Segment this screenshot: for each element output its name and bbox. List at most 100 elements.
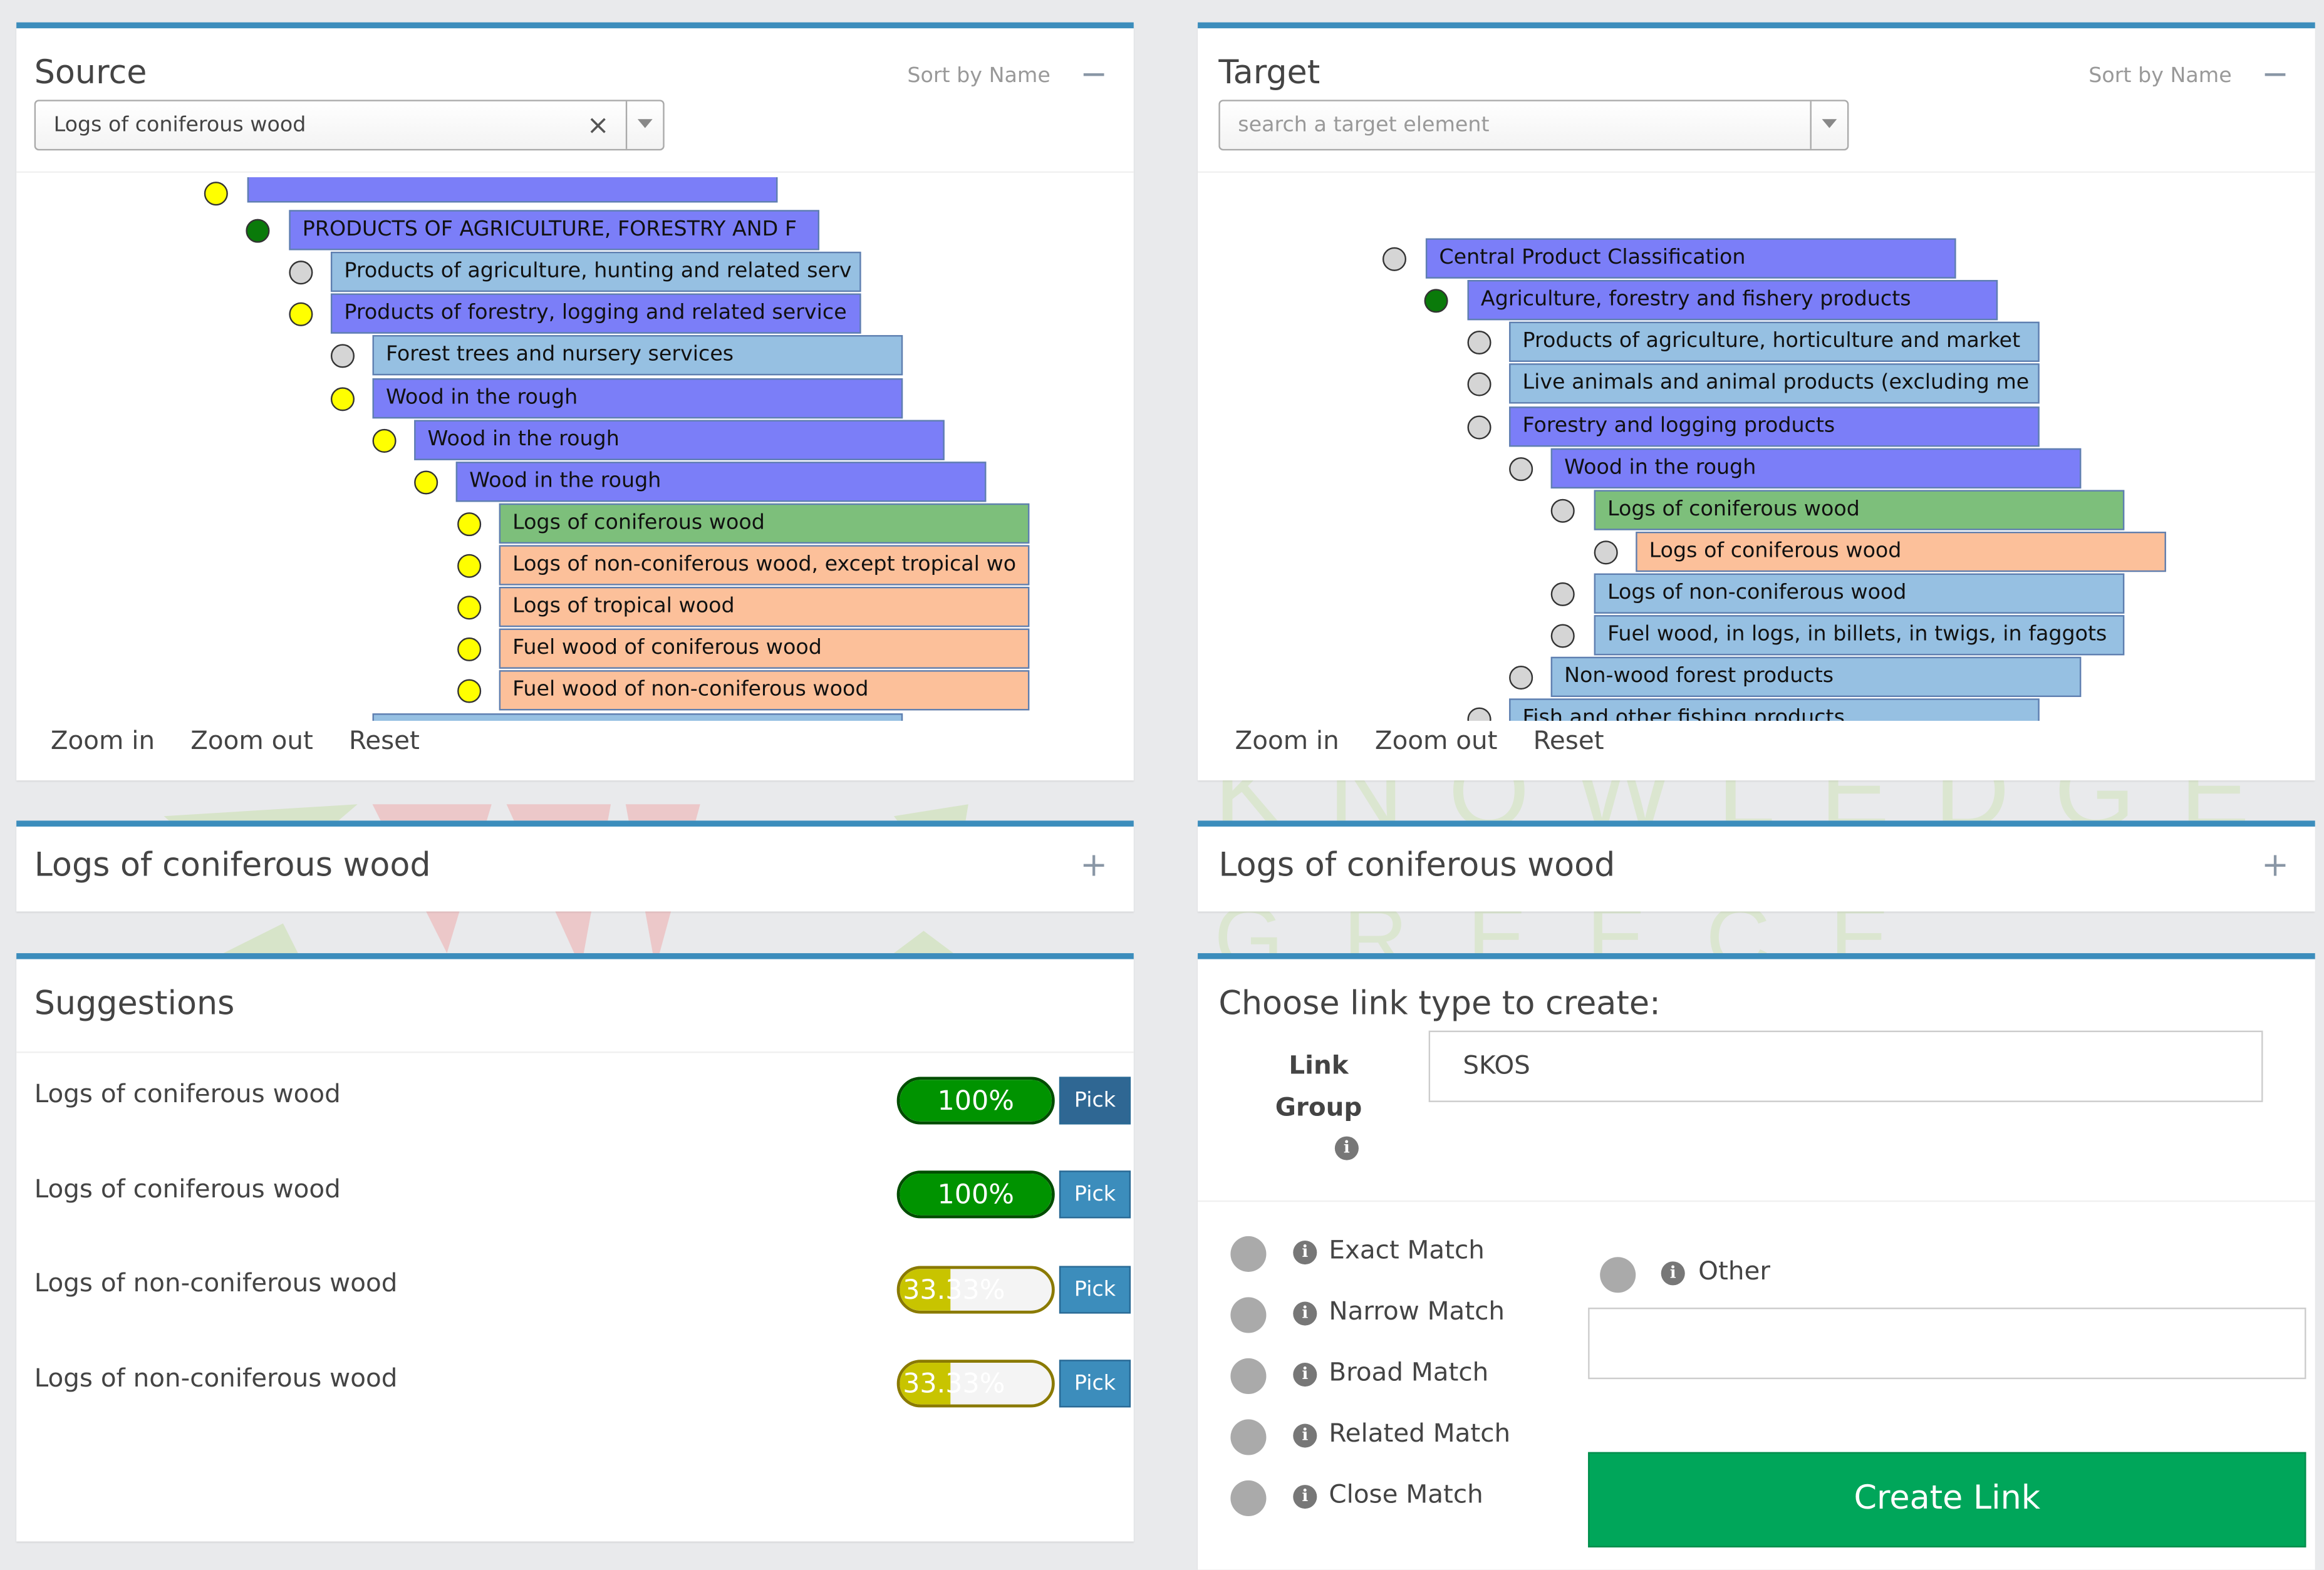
target-tree-node-dot[interactable] [1424,289,1448,313]
source-select-value: Logs of coniferous wood [53,113,306,137]
suggestion-score-text: 33.33% [903,1274,1005,1306]
suggestions-divider [16,1051,1134,1053]
info-circle-icon[interactable]: i [1293,1241,1317,1265]
target-tree-node[interactable]: Fuel wood, in logs, in billets, in twigs… [1594,615,2125,656]
target-tree-node-dot[interactable] [1594,540,1618,565]
source-tree-node-dot[interactable] [289,261,313,285]
target-tree-node[interactable]: Central Product Classification [1425,238,1956,279]
related-match-label: Related Match [1329,1419,1511,1449]
source-tree-node[interactable]: Products of forestry, logging and relate… [330,293,861,334]
target-zoom-in-button[interactable]: Zoom in [1235,726,1339,757]
source-tree-node-dot[interactable] [457,637,482,661]
target-tree-node-partial[interactable]: Fish and other fishing products [1509,698,2040,721]
source-tree[interactable]: PRODUCTS OF AGRICULTURE, FORESTRY AND F … [16,177,1134,721]
suggestion-score-fill [900,1174,1052,1216]
link-group-input[interactable]: SKOS [1428,1030,2263,1102]
other-radio[interactable] [1600,1257,1636,1293]
source-tree-node-dot-partial[interactable] [204,182,228,206]
source-detail-panel: Logs of coniferous wood + [16,820,1134,912]
target-tree-node[interactable]: Non-wood forest products [1550,656,2082,697]
target-tree-node[interactable]: Forestry and logging products [1509,406,2040,447]
source-tree-node[interactable]: Wood in the rough [372,378,903,419]
target-tree-node-dot[interactable] [1467,372,1491,396]
clear-x-icon[interactable]: × [586,110,610,142]
target-tree-node-dot[interactable] [1550,582,1575,606]
target-tree-node-dot[interactable] [1509,666,1533,690]
info-circle-icon[interactable]: i [1293,1363,1317,1387]
info-circle-icon[interactable]: i [1661,1261,1685,1286]
info-circle-icon[interactable]: i [1293,1485,1317,1509]
narrow-match-radio[interactable] [1230,1297,1267,1333]
target-zoom-out-button[interactable]: Zoom out [1374,726,1498,757]
target-tree-node-dot[interactable] [1509,457,1533,482]
target-tree-node-dot[interactable] [1550,624,1575,648]
broad-match-radio[interactable] [1230,1358,1267,1394]
source-detail-expand-plus-icon[interactable]: + [1080,847,1108,885]
suggestion-pick-button[interactable]: Pick [1059,1266,1131,1314]
source-tree-node[interactable]: Products of agriculture, hunting and rel… [330,251,861,292]
target-dropdown-toggle[interactable] [1810,101,1847,149]
source-tree-node[interactable]: Logs of non-coniferous wood, except trop… [499,545,1030,586]
source-tree-node-dot[interactable] [372,428,397,453]
target-tree-node[interactable]: Logs of non-coniferous wood [1594,573,2125,614]
source-tree-node-dot[interactable] [457,679,482,703]
target-search-placeholder: search a target element [1238,113,1490,137]
suggestion-pick-button[interactable]: Pick [1059,1077,1131,1125]
exact-match-radio[interactable] [1230,1236,1267,1272]
source-tree-node[interactable]: Wood in the rough [455,462,987,502]
source-tree-node-dot[interactable] [457,554,482,578]
info-circle-icon[interactable]: i [1293,1423,1317,1448]
target-tree-node-dot[interactable] [1467,707,1491,721]
close-match-radio[interactable] [1230,1480,1267,1517]
source-tree-node-dot[interactable] [414,470,438,495]
related-match-radio[interactable] [1230,1419,1267,1455]
target-tree[interactable]: Central Product Classification Agricultu… [1198,177,2315,721]
source-tree-node-dot[interactable] [330,387,355,411]
target-tree-node-dot[interactable] [1550,498,1575,523]
source-zoom-out-button[interactable]: Zoom out [190,726,313,757]
source-divider [16,171,1134,173]
target-tree-node[interactable]: Live animals and animal products (exclud… [1509,363,2040,404]
target-tree-node[interactable]: Logs of coniferous wood [1636,532,2166,572]
source-sort-by-name-link[interactable]: Sort by Name [907,64,1050,88]
target-tree-node-dot[interactable] [1467,330,1491,355]
source-tree-node[interactable]: Wood in the rough [414,420,945,460]
target-tree-node[interactable]: Wood in the rough [1550,448,2082,489]
target-collapse-minus-icon[interactable]: − [2261,56,2289,94]
source-tree-node-dot[interactable] [457,512,482,537]
source-zoom-in-button[interactable]: Zoom in [50,726,155,757]
source-tree-node[interactable]: Fuel wood of non-coniferous wood [499,670,1030,711]
target-sort-by-name-link[interactable]: Sort by Name [2088,64,2232,88]
target-tree-node-dot[interactable] [1382,247,1407,271]
source-dropdown-toggle[interactable] [625,101,663,149]
other-link-input[interactable] [1588,1308,2306,1380]
suggestion-score-bar: 33.33% [896,1266,1055,1314]
source-tree-node[interactable]: Fuel wood of coniferous wood [499,628,1030,669]
create-link-button[interactable]: Create Link [1588,1452,2306,1547]
source-tree-node[interactable]: Logs of tropical wood [499,587,1030,627]
target-search-select[interactable]: search a target element [1218,100,1849,151]
info-circle-icon[interactable]: i [1334,1136,1359,1160]
target-detail-expand-plus-icon[interactable]: + [2261,847,2289,885]
source-collapse-minus-icon[interactable]: − [1080,56,1108,94]
source-tree-node-dot[interactable] [330,344,355,368]
source-tree-node[interactable]: PRODUCTS OF AGRICULTURE, FORESTRY AND F [289,210,820,250]
target-panel: Target Sort by Name − search a target el… [1198,22,2315,781]
source-select[interactable]: Logs of coniferous wood × [34,100,665,151]
source-tree-node-selected[interactable]: Logs of coniferous wood [499,503,1030,544]
suggestion-pick-button[interactable]: Pick [1059,1170,1131,1219]
target-tree-node-dot[interactable] [1467,415,1491,440]
source-tree-node-dot[interactable] [457,596,482,620]
suggestion-pick-button[interactable]: Pick [1059,1360,1131,1408]
info-circle-icon[interactable]: i [1293,1301,1317,1326]
source-reset-button[interactable]: Reset [348,726,420,757]
target-tree-node-selected[interactable]: Logs of coniferous wood [1594,490,2125,530]
source-tree-node-dot[interactable] [289,302,313,326]
target-tree-node[interactable]: Agriculture, forestry and fishery produc… [1467,280,1998,321]
source-panel: Source Sort by Name − Logs of coniferous… [16,22,1134,781]
target-reset-button[interactable]: Reset [1533,726,1604,757]
source-tree-node[interactable]: Forest trees and nursery services [372,335,903,376]
source-tree-node-dot[interactable] [246,219,270,243]
target-tree-node[interactable]: Products of agriculture, horticulture an… [1509,321,2040,362]
suggestion-score-bar: 100% [896,1077,1055,1125]
